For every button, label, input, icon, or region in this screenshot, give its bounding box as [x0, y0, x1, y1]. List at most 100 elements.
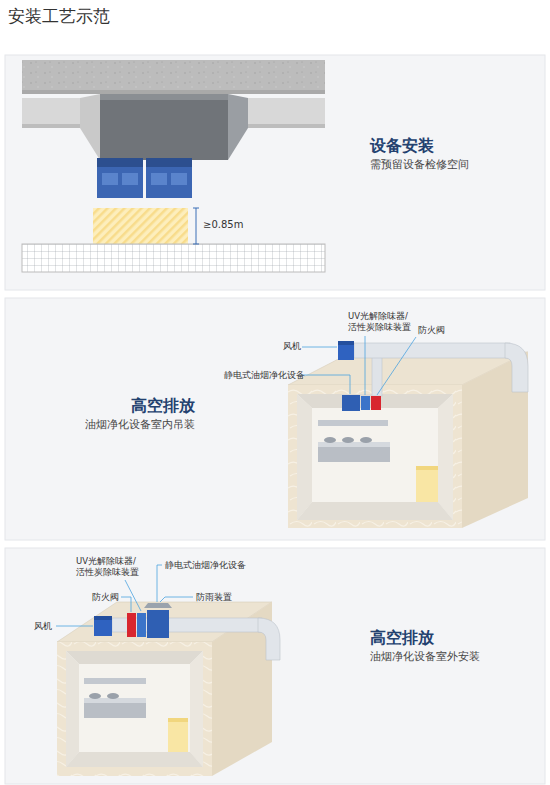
indoor-room-figure — [505, 343, 528, 392]
panel-ground — [5, 55, 545, 784]
outdoor-room-figure — [137, 613, 146, 637]
ceiling-install-figure — [146, 158, 192, 167]
ceiling-install-figure — [93, 208, 188, 244]
panel-description: 油烟净化设备室内吊装 — [85, 417, 195, 433]
label-anchor: 防火阀 — [92, 592, 119, 603]
indoor-room-figure — [288, 341, 528, 528]
part-label: 防火阀 — [418, 325, 445, 336]
indoor-room-figure — [338, 341, 354, 345]
label-anchor: 风机 — [34, 621, 52, 632]
outdoor-room-figure — [57, 602, 280, 776]
ceiling-install-figure — [22, 98, 80, 128]
ceiling-install-figure — [122, 173, 138, 185]
part-label: 防雨装置 — [196, 592, 232, 603]
indoor-room-figure — [338, 341, 354, 360]
panel-description: 需预留设备检修空间 — [370, 157, 469, 173]
ceiling-install-figure — [248, 124, 325, 128]
label-anchor: 静电式油烟净化设备 — [224, 370, 305, 381]
outdoor-room-figure — [66, 752, 203, 767]
indoor-room-figure — [354, 343, 510, 358]
leader-line — [121, 597, 131, 612]
ceiling-install-figure — [22, 244, 325, 272]
leader-line — [160, 597, 193, 602]
label-anchor: ≥0.85m — [203, 219, 243, 232]
leader-line — [377, 337, 416, 395]
panel-heading: 高空排放 — [85, 396, 195, 417]
outdoor-room-figure — [66, 651, 79, 767]
panel: 设备安装需预留设备检修空间 — [5, 55, 545, 290]
label-anchor: 静电式油烟净化设备 — [165, 560, 246, 571]
page-title: 安装工艺示范 — [8, 6, 110, 26]
label-anchor: 防火阀 — [418, 325, 445, 336]
panel-description: 油烟净化设备室外安装 — [370, 649, 480, 665]
indoor-room-figure — [342, 395, 360, 411]
outdoor-room-figure — [66, 651, 203, 767]
leader-line — [302, 347, 337, 348]
panel-text: 高空排放油烟净化设备室内吊装 — [85, 396, 195, 433]
ceiling-install-figure — [22, 60, 325, 272]
panel-ground — [5, 298, 545, 540]
outdoor-room-figure — [144, 603, 172, 608]
outdoor-room-figure — [107, 693, 119, 699]
ceiling-install-figure — [171, 173, 187, 185]
panel-text: 设备安装需预留设备检修空间 — [370, 136, 469, 173]
outdoor-room-figure — [89, 693, 101, 699]
leader-line — [365, 336, 366, 395]
indoor-room-figure — [360, 437, 372, 443]
ceiling-install-figure — [228, 94, 248, 160]
ceiling-install-figure — [97, 158, 143, 167]
leader-line — [301, 336, 416, 395]
outdoor-room-figure — [66, 651, 203, 664]
panel-ground — [5, 548, 545, 784]
outdoor-room-figure — [147, 610, 169, 638]
outdoor-room-figure — [94, 616, 112, 620]
ceiling-install-figure — [193, 244, 199, 245]
outdoor-room-figure — [258, 618, 280, 660]
outdoor-room-figure — [84, 703, 146, 718]
leader-line — [301, 375, 350, 394]
leader-line — [125, 580, 141, 611]
part-label: 风机 — [34, 621, 52, 632]
ceiling-install-figure — [196, 208, 197, 244]
ceiling-install-figure — [193, 208, 199, 209]
part-label: 静电式油烟净化设备 — [165, 560, 246, 571]
outdoor-room-figure — [127, 613, 136, 637]
ceiling-install-figure — [22, 60, 325, 94]
ceiling-install-figure — [80, 94, 100, 160]
ceiling-install-figure — [100, 94, 228, 100]
ceiling-install-figure — [102, 173, 118, 185]
indoor-room-figure — [324, 437, 336, 443]
panel-heading: 设备安装 — [370, 136, 469, 157]
outdoor-room-figure — [190, 651, 203, 767]
ceiling-install-figure — [22, 124, 80, 128]
label-anchor: 风机 — [283, 341, 301, 352]
label-anchor: 防雨装置 — [196, 592, 232, 603]
outdoor-room-figure — [57, 642, 212, 776]
indoor-room-figure — [288, 385, 462, 528]
indoor-room-figure — [342, 437, 354, 443]
indoor-room-figure — [416, 466, 438, 470]
part-label: 风机 — [283, 341, 301, 352]
part-label: UV光解除味器/ 活性炭除味装置 — [348, 311, 411, 332]
indoor-room-figure — [318, 447, 390, 462]
panel-ground — [5, 55, 545, 290]
indoor-room-figure — [371, 396, 381, 410]
ceiling-install-figure — [146, 158, 192, 198]
indoor-room-figure — [416, 466, 438, 502]
indoor-room-figure — [297, 502, 453, 520]
leader-line — [157, 565, 162, 602]
panel-text: 高空排放油烟净化设备室外安装 — [370, 628, 480, 665]
leader-line — [56, 626, 93, 627]
label-anchor: UV光解除味器/ 活性炭除味装置 — [348, 311, 411, 332]
outdoor-room-figure — [94, 616, 112, 636]
indoor-room-figure — [297, 394, 312, 520]
indoor-room-figure — [297, 394, 453, 520]
ceiling-install-figure — [100, 94, 228, 160]
ceiling-install-figure — [248, 98, 325, 128]
ceiling-install-figure — [97, 158, 143, 198]
outdoor-room-figure — [168, 718, 188, 722]
indoor-room-figure — [361, 396, 370, 410]
dimension-label: ≥0.85m — [203, 219, 243, 232]
